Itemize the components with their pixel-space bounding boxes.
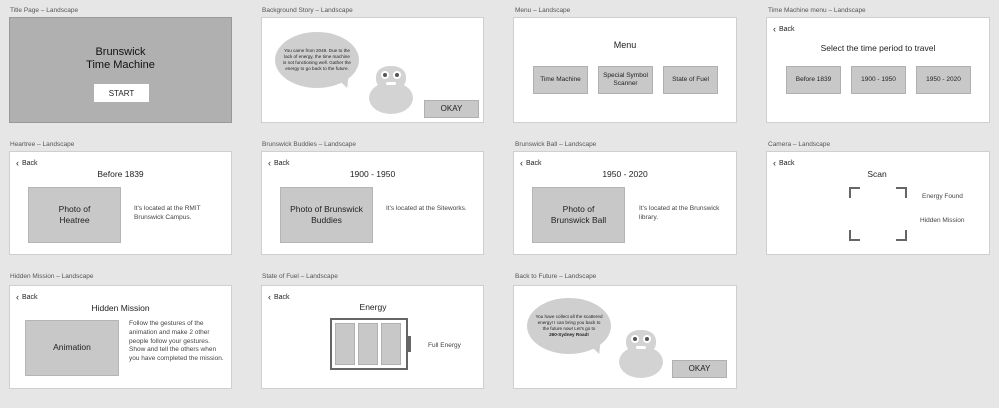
frame-label-time-machine-menu: Time Machine menu – Landscape	[768, 7, 866, 14]
frame-state-of-fuel: ‹Back Energy Full Energy	[261, 285, 484, 389]
speech-bubble-tail	[339, 76, 353, 90]
time-period-title: Select the time period to travel	[820, 43, 936, 53]
chevron-left-icon: ‹	[16, 158, 19, 168]
mission-instructions: Follow the gestures of the animation and…	[129, 320, 224, 363]
battery-cell-2	[358, 323, 378, 365]
period-title: 1900 - 1950	[349, 169, 396, 179]
back-button[interactable]: ‹Back	[520, 158, 542, 168]
scan-frame-icon	[849, 187, 907, 241]
battery-cell-3	[381, 323, 401, 365]
frame-title-page: Brunswick Time Machine START	[9, 17, 232, 123]
frame-label-hidden-mission: Hidden Mission – Landscape	[10, 273, 94, 280]
okay-button[interactable]: OKAY	[672, 360, 727, 378]
location-text: It's located at the Siteworks.	[386, 205, 467, 212]
frame-brunswick-buddies: ‹Back 1900 - 1950 Photo of Brunswick Bud…	[261, 151, 484, 255]
frame-time-machine-menu: ‹Back Select the time period to travel B…	[766, 17, 990, 123]
frame-label-back-to-future: Back to Future – Landscape	[515, 273, 597, 280]
battery-icon	[330, 318, 408, 370]
frame-label-title-page: Title Page – Landscape	[10, 7, 79, 14]
back-button[interactable]: ‹Back	[268, 292, 290, 302]
back-label: Back	[274, 160, 290, 167]
chevron-left-icon: ‹	[773, 24, 776, 34]
back-button[interactable]: ‹Back	[773, 158, 795, 168]
photo-placeholder: Photo of Brunswick Ball	[532, 187, 625, 243]
app-title-line2: Time Machine	[86, 59, 155, 71]
frame-label-camera: Camera – Landscape	[768, 141, 831, 148]
back-button[interactable]: ‹Back	[16, 292, 38, 302]
hidden-mission-title: Hidden Mission	[91, 303, 150, 313]
frame-label-brunswick-ball: Brunswick Ball – Landscape	[515, 141, 597, 148]
back-label: Back	[22, 160, 38, 167]
battery-terminal	[408, 336, 411, 352]
app-title: Brunswick Time Machine	[10, 46, 231, 72]
fuel-status-label: Full Energy	[428, 342, 461, 349]
back-button[interactable]: ‹Back	[16, 158, 38, 168]
energy-found-label: Energy Found	[922, 193, 963, 200]
photo-placeholder: Photo of Heatree	[28, 187, 121, 243]
frame-menu: Menu Time Machine Special Symbol Scanner…	[513, 17, 737, 123]
location-text: It's located at the Brunswick library.	[639, 205, 720, 221]
frame-label-background-story: Background Story – Landscape	[262, 7, 353, 14]
chevron-left-icon: ‹	[520, 158, 523, 168]
speech-bubble-address: 260-Sydney Road!	[549, 331, 589, 337]
location-text: It's located at the RMIT Brunswick Campu…	[134, 205, 201, 221]
frame-camera: ‹Back Scan Energy Found Hidden Mission	[766, 151, 990, 255]
before-1839-button[interactable]: Before 1839	[786, 66, 841, 94]
frame-label-heartree: Heartree – Landscape	[10, 141, 75, 148]
1950-2020-button[interactable]: 1950 - 2020	[916, 66, 971, 94]
speech-bubble-tail	[591, 342, 605, 356]
app-title-line1: Brunswick	[95, 46, 146, 58]
robot-icon	[617, 330, 665, 380]
animation-placeholder: Animation	[25, 320, 119, 376]
frame-label-brunswick-buddies: Brunswick Buddies – Landscape	[262, 141, 356, 148]
1900-1950-button[interactable]: 1900 - 1950	[851, 66, 906, 94]
speech-bubble: You came from 2049. Due to the lack of e…	[275, 32, 359, 88]
frame-hidden-mission: ‹Back Hidden Mission Animation Follow th…	[9, 285, 232, 389]
state-of-fuel-button[interactable]: State of Fuel	[663, 66, 718, 94]
frame-brunswick-ball: ‹Back 1950 - 2020 Photo of Brunswick Bal…	[513, 151, 737, 255]
hidden-mission-label: Hidden Mission	[920, 217, 965, 224]
back-label: Back	[779, 160, 795, 167]
time-machine-button[interactable]: Time Machine	[533, 66, 588, 94]
chevron-left-icon: ‹	[268, 158, 271, 168]
chevron-left-icon: ‹	[16, 292, 19, 302]
start-button[interactable]: START	[94, 84, 149, 102]
speech-bubble-text: You have collect all the scattered energ…	[535, 314, 603, 331]
photo-placeholder: Photo of Brunswick Buddies	[280, 187, 373, 243]
back-label: Back	[22, 294, 38, 301]
period-title: 1950 - 2020	[602, 169, 648, 179]
scan-title: Scan	[867, 169, 887, 179]
chevron-left-icon: ‹	[268, 292, 271, 302]
frame-label-menu: Menu – Landscape	[515, 7, 571, 14]
special-symbol-scanner-button[interactable]: Special Symbol Scanner	[598, 66, 653, 94]
frame-back-to-future: You have collect all the scattered energ…	[513, 285, 737, 389]
back-label: Back	[274, 294, 290, 301]
chevron-left-icon: ‹	[773, 158, 776, 168]
menu-title: Menu	[613, 40, 637, 50]
frame-background-story: You came from 2049. Due to the lack of e…	[261, 17, 484, 123]
back-label: Back	[779, 26, 795, 33]
back-button[interactable]: ‹Back	[773, 24, 795, 34]
frame-label-state-of-fuel: State of Fuel – Landscape	[262, 273, 338, 280]
back-button[interactable]: ‹Back	[268, 158, 290, 168]
robot-icon	[367, 66, 415, 116]
back-label: Back	[526, 160, 542, 167]
period-title: Before 1839	[97, 169, 144, 179]
speech-bubble: You have collect all the scattered energ…	[527, 298, 611, 354]
okay-button[interactable]: OKAY	[424, 100, 479, 118]
battery-cell-1	[335, 323, 355, 365]
energy-title: Energy	[359, 302, 387, 312]
frame-heartree: ‹Back Before 1839 Photo of Heatree It's …	[9, 151, 232, 255]
